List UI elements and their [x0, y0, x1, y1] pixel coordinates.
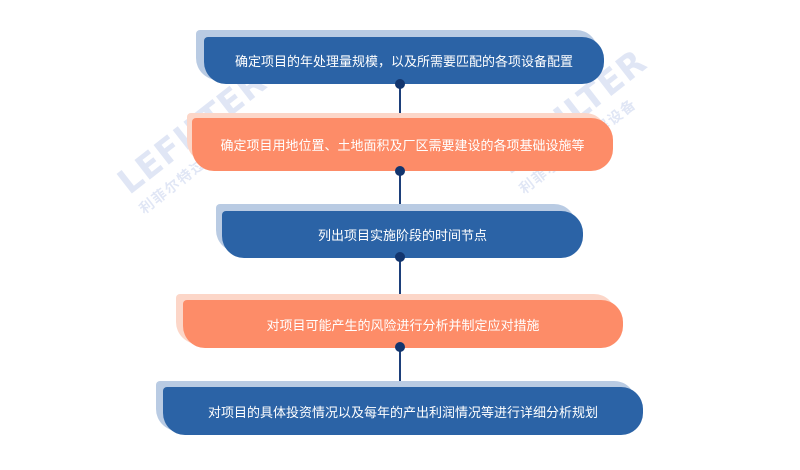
- step-1: 确定项目的年处理量规模，以及所需要匹配的各项设备配置: [204, 37, 604, 84]
- connector-dot: [395, 252, 405, 262]
- step-2: 确定项目用地位置、土地面积及厂区需要建设的各项基础设施等: [192, 118, 613, 171]
- connector-dot: [395, 166, 405, 176]
- step-1-text: 确定项目的年处理量规模，以及所需要匹配的各项设备配置: [234, 55, 573, 70]
- connector-dot: [395, 79, 405, 89]
- step-4-text: 对项目可能产生的风险进行分析并制定应对措施: [266, 318, 540, 334]
- step-5-text: 对项目的具体投资情况以及每年的产出利润情况等进行详细分析规划: [207, 405, 598, 421]
- step-3: 列出项目实施阶段的时间节点: [222, 211, 583, 258]
- step-2-text: 确定项目用地位置、土地面积及厂区需要建设的各项基础设施等: [220, 139, 585, 154]
- step-5: 对项目的具体投资情况以及每年的产出利润情况等进行详细分析规划: [163, 387, 643, 435]
- connector-dot: [395, 342, 405, 352]
- step-4: 对项目可能产生的风险进行分析并制定应对措施: [183, 300, 623, 348]
- step-3-text: 列出项目实施阶段的时间节点: [317, 229, 487, 244]
